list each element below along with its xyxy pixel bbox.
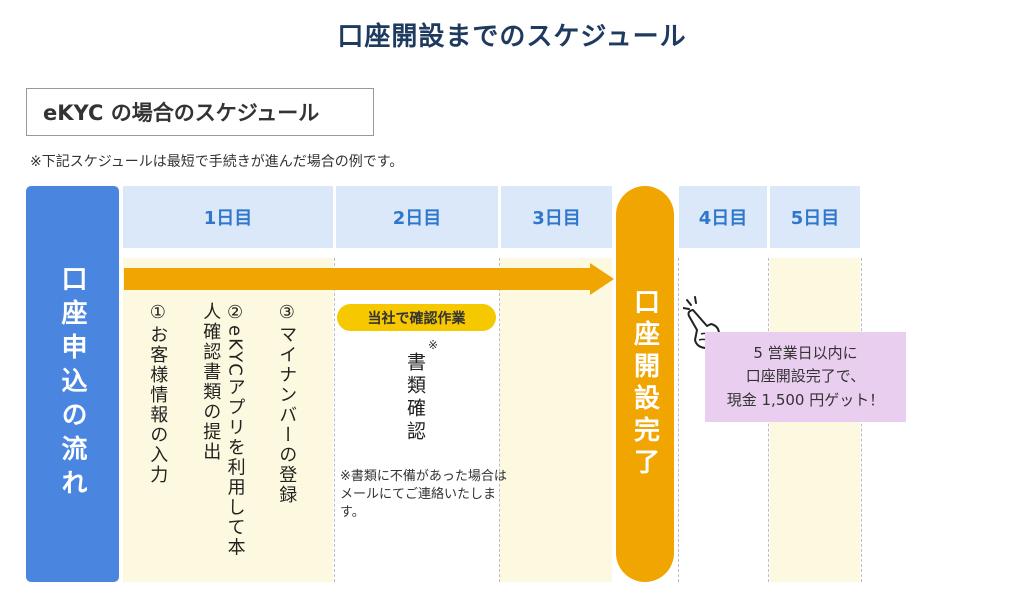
company-check-badge: 当社で確認作業 (337, 304, 496, 331)
section-label: eKYC の場合のスケジュール (26, 88, 374, 136)
account-complete-pill: 口座開設完了 (616, 186, 674, 582)
step-2: ②eKYCアプリを利用して本人確認書類の提出 (198, 302, 247, 572)
progress-arrow-head (590, 263, 614, 295)
day-header-3: 3日目 (501, 186, 612, 248)
bonus-line-1: 5 営業日以内に (753, 344, 858, 363)
day-header-5: 5日目 (770, 186, 860, 248)
doc-check-label: 書類確認 (404, 352, 426, 444)
page-title: 口座開設までのスケジュール (337, 22, 687, 52)
day-header-1: 1日目 (123, 186, 333, 248)
bonus-line-3: 現金 1,500 円ゲット！ (726, 390, 885, 409)
doc-note: ※書類に不備があった場合はメールにてご連絡いたします。 (340, 469, 507, 521)
progress-arrow (124, 268, 594, 290)
step-3-number: ③ (276, 302, 298, 325)
step-1: ①お客様情報の入力 (145, 302, 169, 485)
step-1-text: お客様情報の入力 (147, 325, 169, 485)
separator (334, 258, 335, 582)
separator (499, 258, 500, 582)
schedule-note: ※下記スケジュールは最短で手続きが進んだ場合の例です。 (30, 154, 404, 170)
day-header-2: 2日目 (336, 186, 498, 248)
day3-column (500, 258, 612, 582)
separator (678, 258, 679, 582)
step-2-text: eKYCアプリを利用して本人確認書類の提出 (200, 302, 246, 558)
complete-label: 口座開設完了 (629, 288, 660, 480)
step-1-number: ① (147, 302, 169, 325)
day1-column (123, 258, 333, 582)
bonus-line-2: 口座開設完了で、 (745, 367, 866, 386)
flow-label: 口座申込の流れ (57, 265, 87, 503)
flow-label-bar: 口座申込の流れ (26, 186, 119, 582)
step-2-number: ② (224, 302, 246, 325)
doc-check-mark: ※ (428, 338, 439, 352)
bonus-box: 5 営業日以内に 口座開設完了で、 現金 1,500 円ゲット！ (705, 332, 906, 422)
step-3-text: マイナンバーの登録 (276, 325, 298, 505)
day-header-4: 4日目 (679, 186, 767, 248)
step-3: ③マイナンバーの登録 (274, 302, 298, 505)
